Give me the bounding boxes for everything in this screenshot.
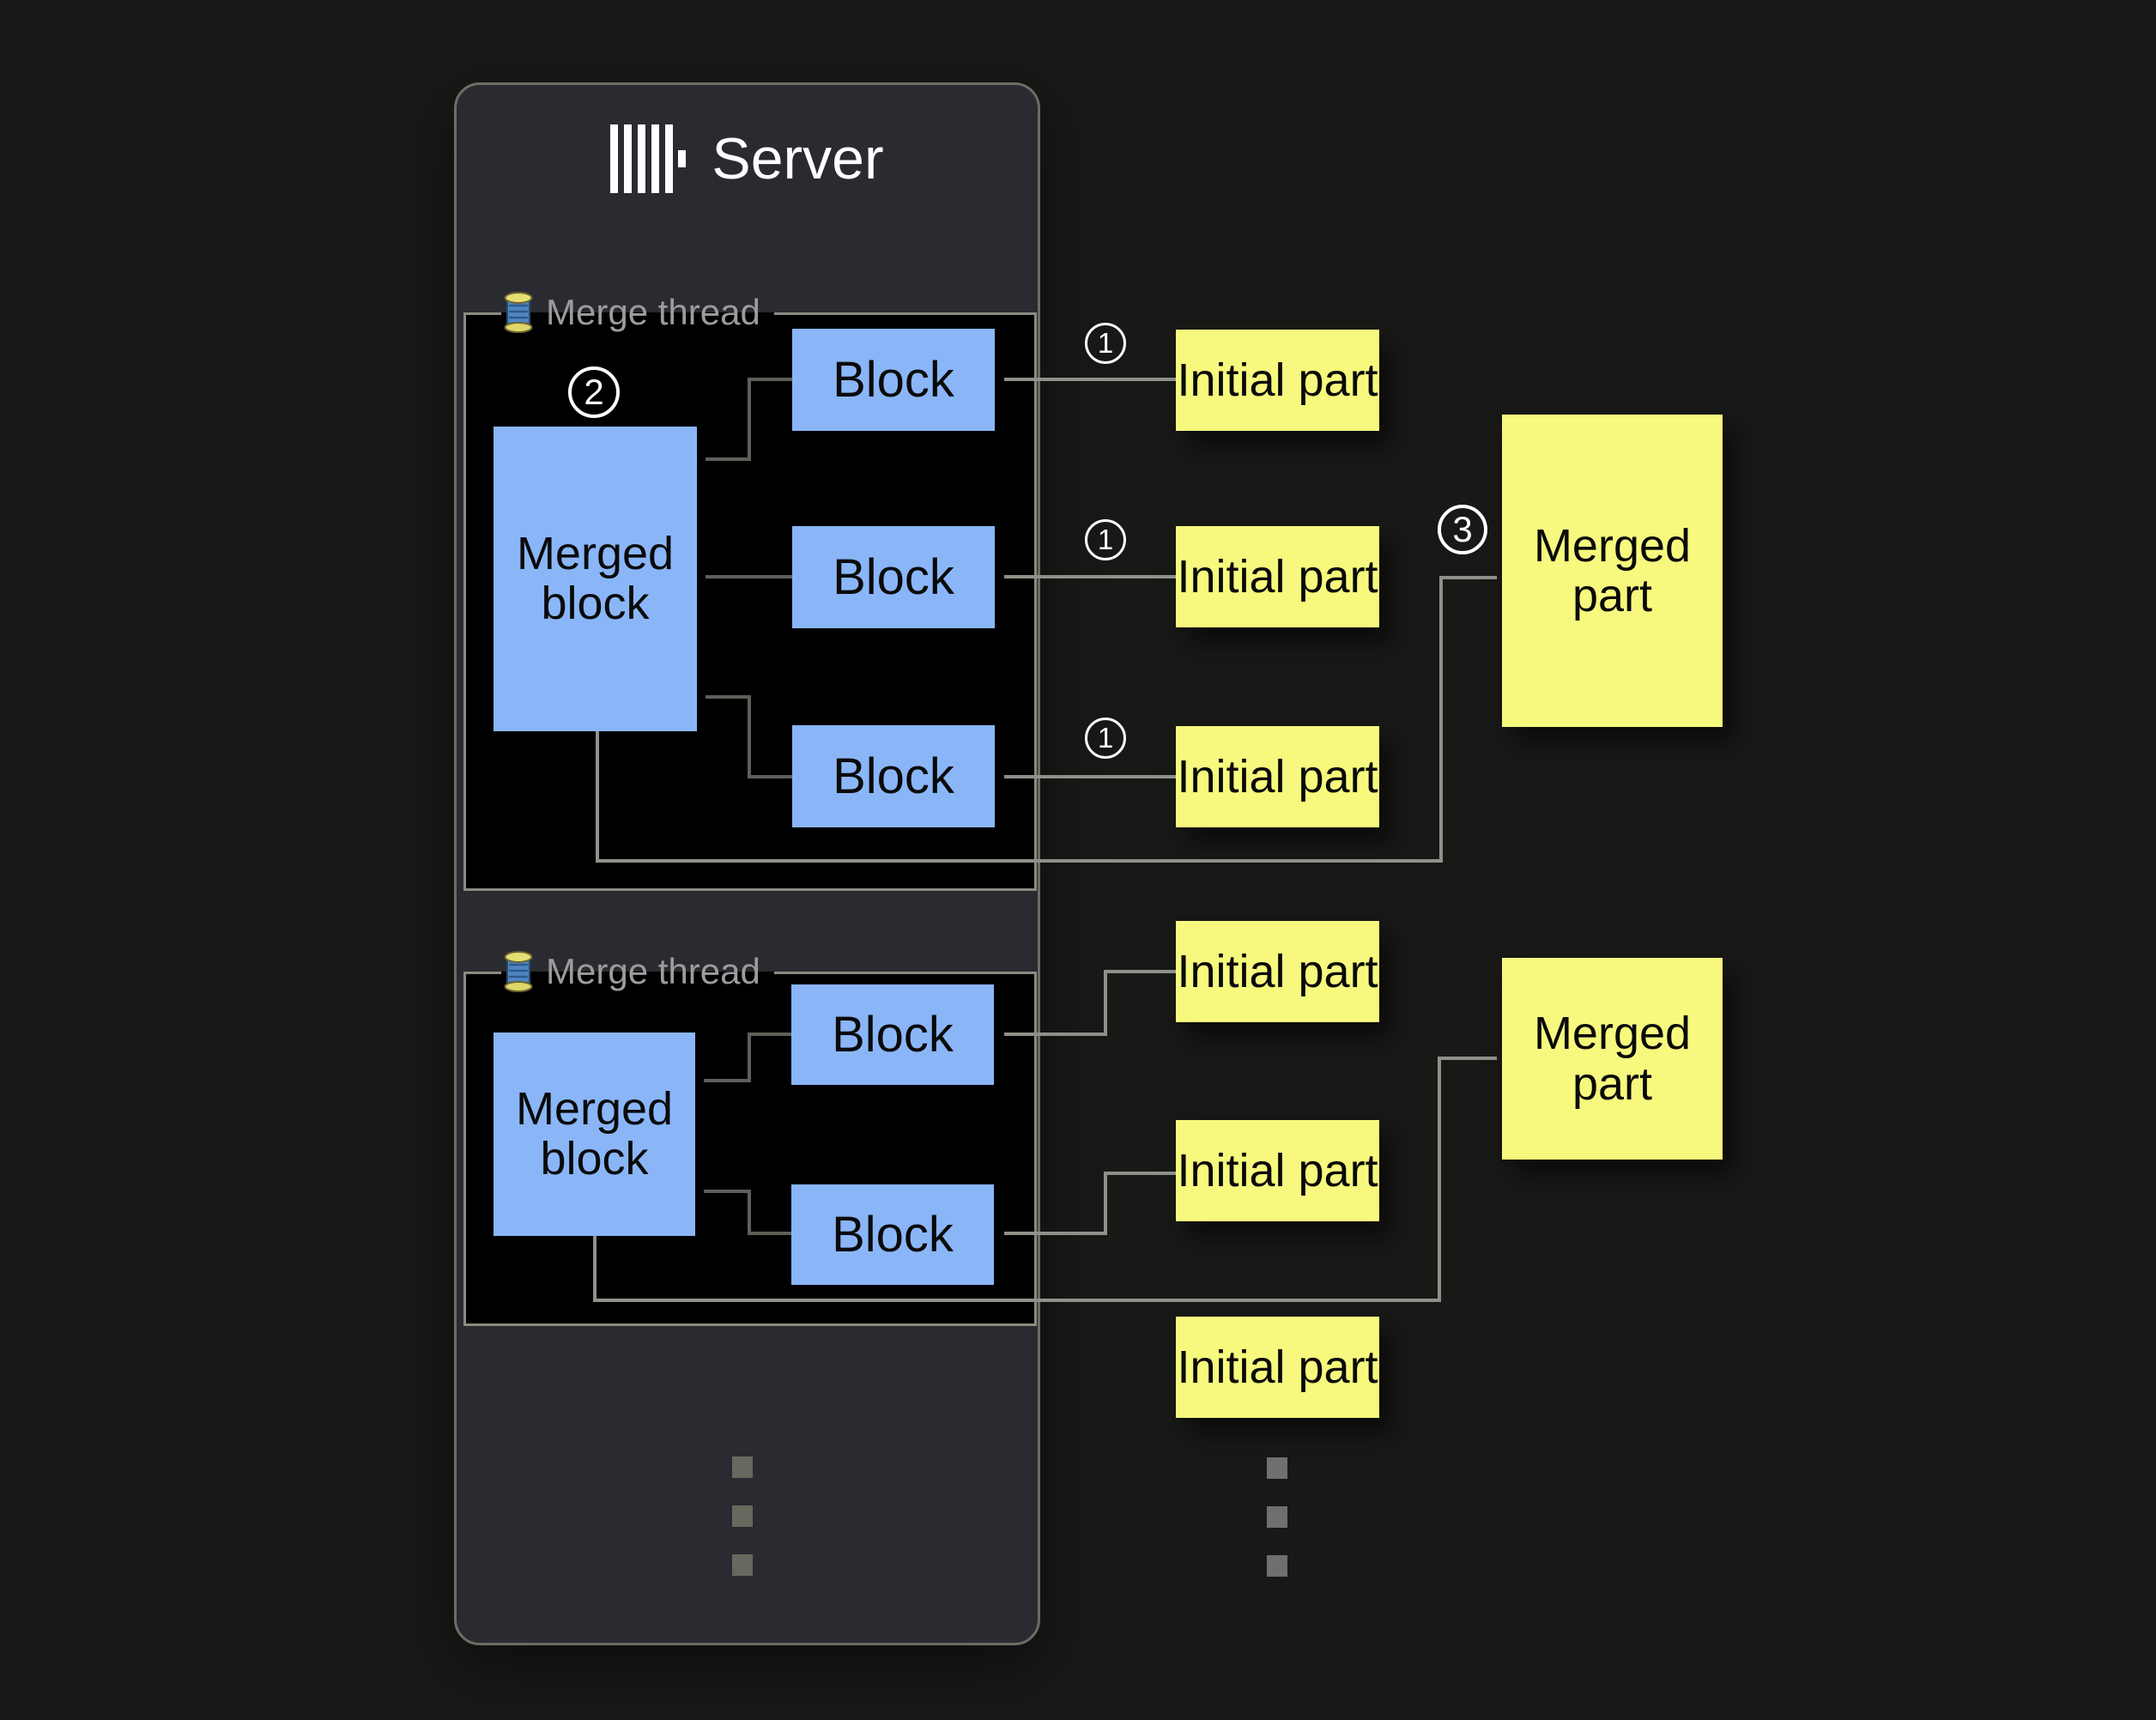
step-badge-1: 1 [1085, 323, 1126, 364]
merged-part-1: Merged part [1502, 415, 1723, 727]
dot [1267, 1506, 1287, 1528]
dot [732, 1554, 753, 1576]
dot [1267, 1555, 1287, 1577]
step-badge-1: 1 [1085, 519, 1126, 560]
merge-thread-label-text: Merge thread [546, 951, 760, 991]
ellipsis-dots-icon [1267, 1457, 1287, 1577]
block-5: Block [791, 1184, 994, 1285]
merged-part-2: Merged part [1502, 958, 1723, 1160]
dot [732, 1505, 753, 1527]
merged-block-1: Merged block [494, 427, 697, 731]
merged-block-2: Merged block [494, 1033, 695, 1236]
step-badge-3: 3 [1438, 505, 1487, 554]
step-badge-2: 2 [568, 366, 620, 418]
initial-part-3: Initial part [1176, 726, 1379, 827]
step-badge-1: 1 [1085, 718, 1126, 759]
block-1: Block [792, 329, 995, 431]
block-4: Block [791, 984, 994, 1085]
thread-spool-icon [504, 292, 533, 333]
merge-thread-label-2: Merge thread [501, 948, 774, 996]
initial-part-6: Initial part [1176, 1317, 1379, 1418]
dot [1267, 1457, 1287, 1479]
initial-part-5: Initial part [1176, 1120, 1379, 1221]
ellipsis-dots-icon [732, 1457, 753, 1576]
block-3: Block [792, 725, 995, 827]
thread-spool-icon [504, 951, 533, 992]
merge-thread-label-1: Merge thread [501, 288, 774, 336]
server-title-label: Server [712, 126, 884, 191]
dot [732, 1457, 753, 1478]
merge-thread-label-text: Merge thread [546, 292, 760, 332]
initial-part-1: Initial part [1176, 330, 1379, 431]
initial-part-2: Initial part [1176, 526, 1379, 627]
initial-part-4: Initial part [1176, 921, 1379, 1022]
server-title: Server [454, 112, 1040, 206]
block-2: Block [792, 526, 995, 628]
clickhouse-logo-icon [610, 124, 687, 193]
